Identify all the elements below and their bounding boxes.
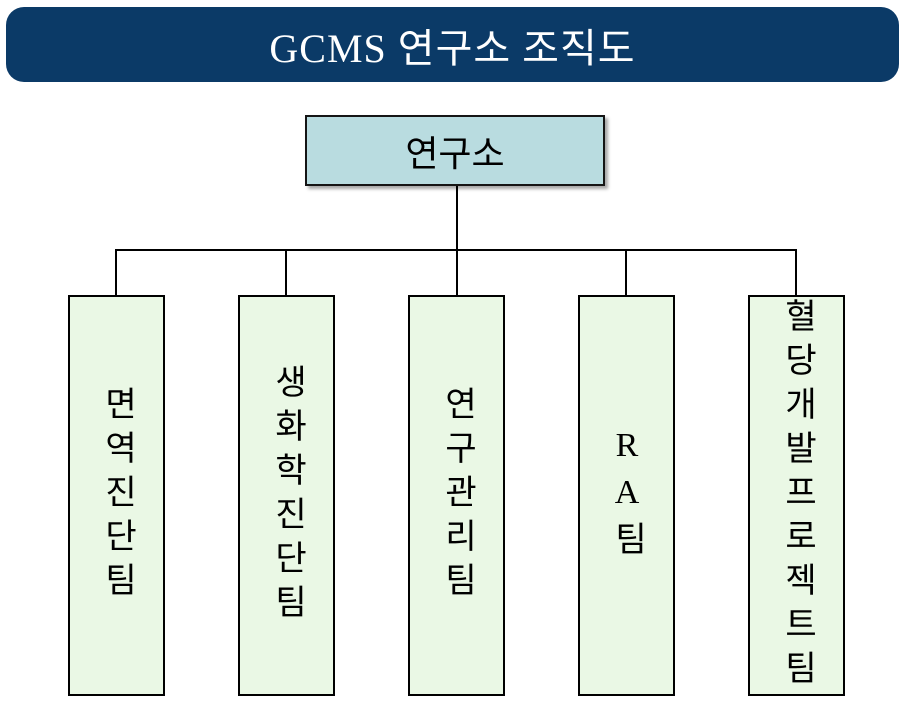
team-node-label: 생화학진단팀 (268, 363, 306, 628)
team-node-glucose-dev-project: 혈당개발프로젝트팀 (748, 295, 845, 696)
connector-drop-3 (456, 251, 458, 295)
connector-root-stem (456, 186, 458, 249)
connector-drop-1 (115, 251, 117, 295)
team-node-label: 면역진단팀 (98, 385, 136, 606)
connector-drop-2 (285, 251, 287, 295)
connector-drop-5 (795, 251, 797, 295)
team-node-biochemistry-diagnostics: 생화학진단팀 (238, 295, 335, 696)
connector-horizontal (115, 249, 797, 251)
connector-drop-4 (625, 251, 627, 295)
team-node-label: 연구관리팀 (438, 385, 476, 606)
page-title: GCMS 연구소 조직도 (269, 25, 636, 71)
title-banner: GCMS 연구소 조직도 (6, 7, 899, 82)
team-node-label: 혈당개발프로젝트팀 (778, 297, 816, 694)
root-node-research-institute: 연구소 (305, 115, 605, 186)
team-node-research-management: 연구관리팀 (408, 295, 505, 696)
team-node-label: RA팀 (608, 426, 646, 565)
team-node-ra: RA팀 (578, 295, 675, 696)
root-node-label: 연구소 (405, 133, 505, 174)
team-node-immune-diagnostics: 면역진단팀 (68, 295, 165, 696)
